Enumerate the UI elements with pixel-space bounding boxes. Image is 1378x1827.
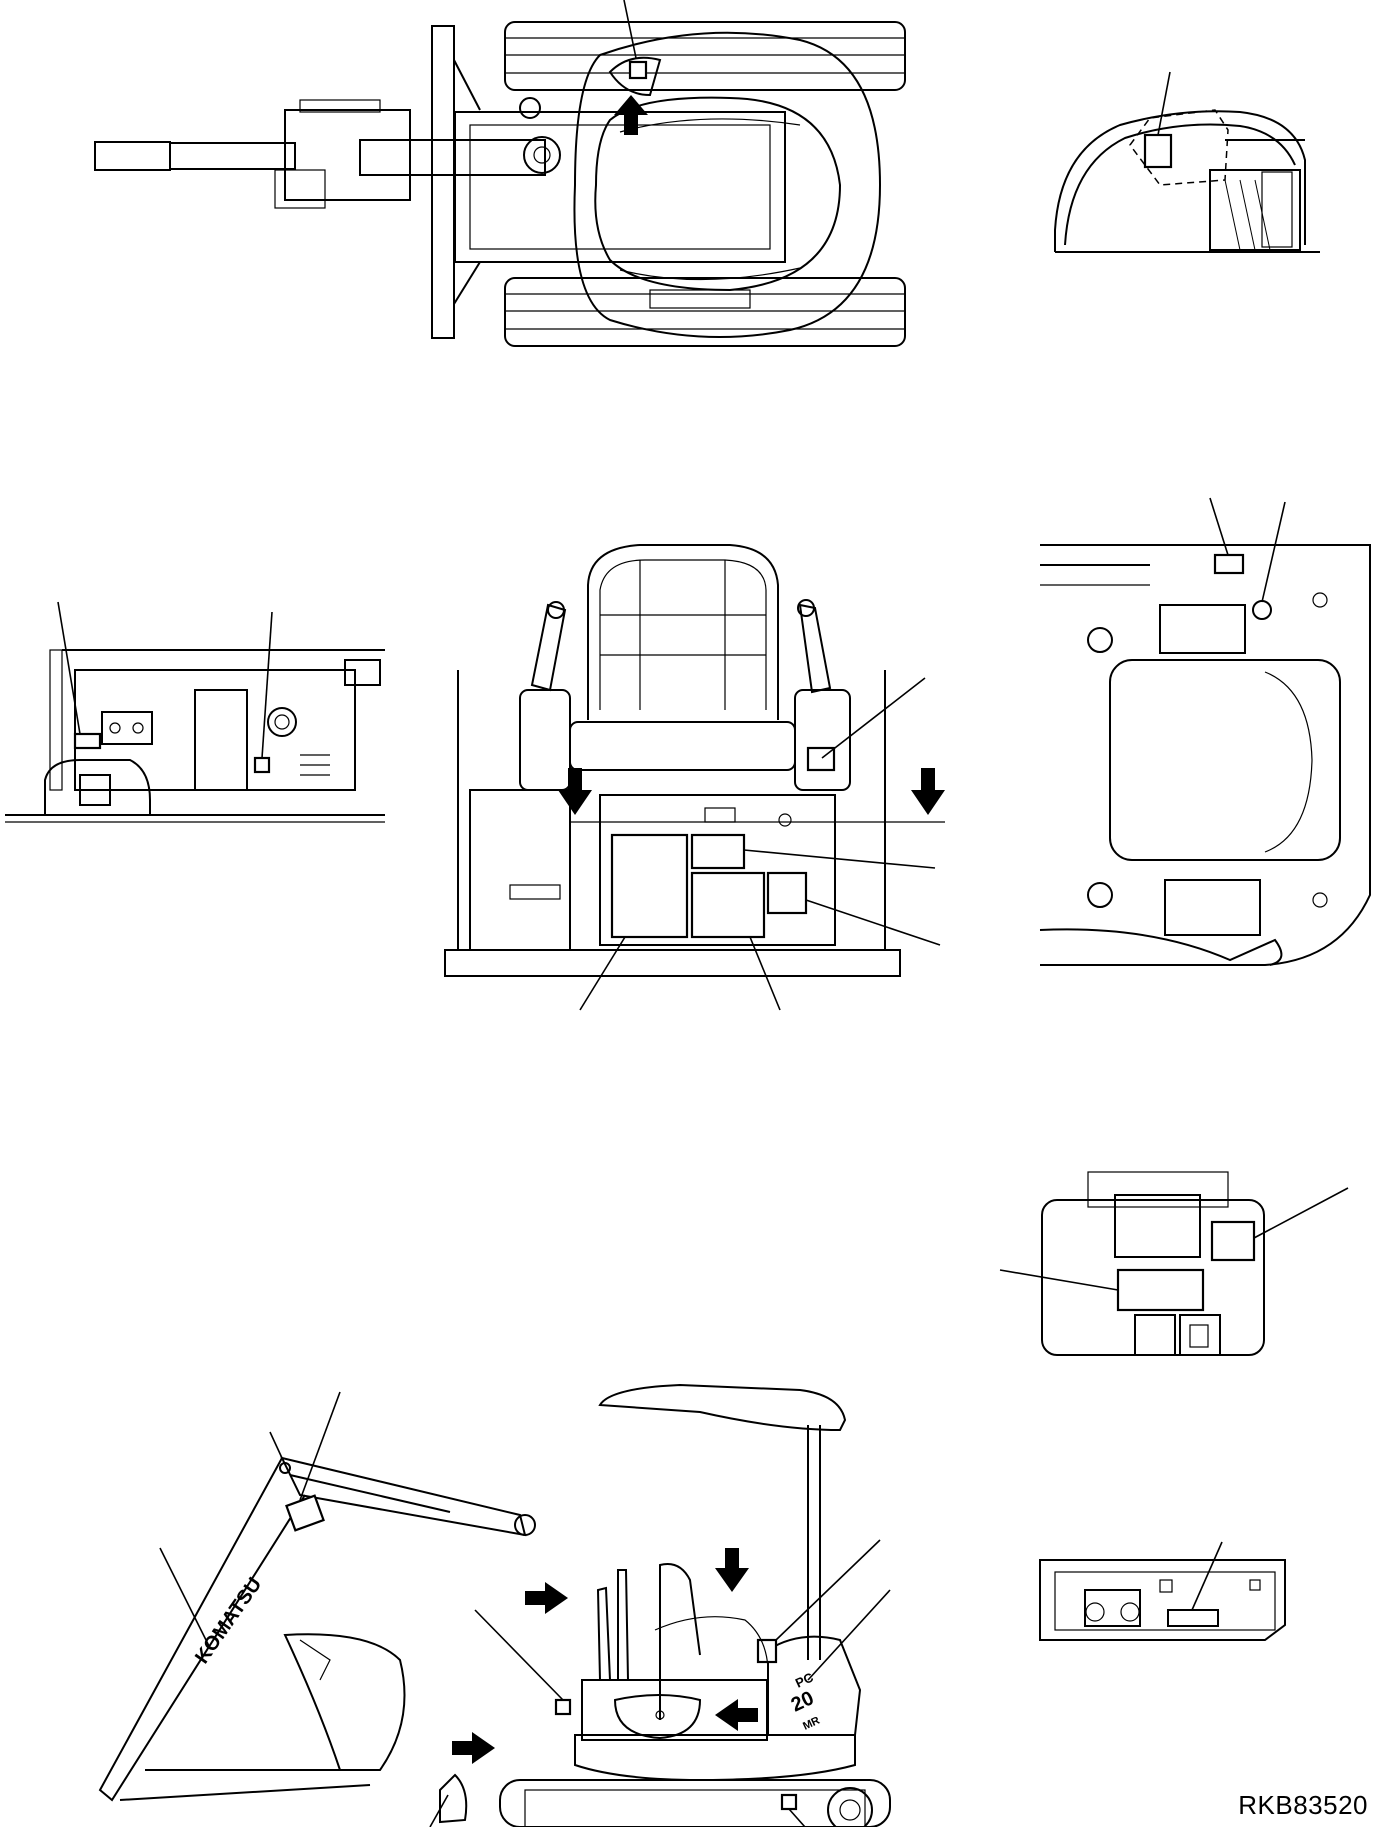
seat-label-small	[766, 871, 808, 915]
view-box-detail	[999, 1171, 1349, 1356]
joystick-left	[519, 601, 571, 791]
model-badge-text-2: 20	[788, 1687, 817, 1716]
cab-side-label	[1143, 133, 1173, 169]
side-view-machine: PC 20 MR KOMATSU	[98, 1383, 891, 1827]
model-badge-text-1: PC	[793, 1669, 816, 1690]
boom-logo: KOMATSU	[191, 1574, 266, 1668]
seat-arrow-left	[558, 768, 592, 815]
engine-label-left	[73, 732, 102, 750]
seat-label-mid	[690, 871, 766, 939]
drawing-id: RKB83520	[1238, 1790, 1368, 1820]
tray-label	[1167, 1609, 1219, 1627]
side-view-arrow-canopy	[715, 1548, 749, 1592]
side-view-track	[499, 1779, 891, 1827]
box-label-right	[1210, 1220, 1256, 1262]
console-label	[1213, 553, 1245, 575]
top-view-arrow-up	[614, 95, 648, 135]
box-label-left	[1116, 1268, 1205, 1312]
side-view-model-badge: PC 20 MR	[788, 1669, 822, 1732]
side-view-arrow-left-lower	[452, 1732, 495, 1764]
side-view-label-boom	[285, 1494, 325, 1532]
seat-arrow-right	[911, 768, 945, 815]
top-view-boom	[94, 97, 561, 209]
side-view-arrow-body	[715, 1699, 758, 1731]
seat-label-large	[610, 833, 689, 939]
view-cab-side-detail	[1054, 71, 1320, 253]
top-view-blade	[431, 25, 481, 339]
top-view-track-upper	[504, 21, 906, 91]
view-console-top	[1039, 497, 1371, 966]
side-view-label-swing	[554, 1698, 572, 1716]
side-view-canopy	[598, 1383, 847, 1660]
model-badge-text-3: MR	[801, 1715, 822, 1733]
engine-label-center	[253, 756, 271, 774]
seat-backrest	[587, 544, 779, 720]
top-view-label-cab	[628, 60, 648, 80]
view-tray-detail	[1039, 1541, 1286, 1641]
side-view-arrow-left-upper	[525, 1582, 568, 1614]
seat-cushion	[569, 721, 796, 771]
side-view-boom: KOMATSU	[98, 1391, 536, 1802]
side-view-label-track	[780, 1793, 798, 1811]
joystick-right	[794, 599, 851, 791]
view-engine-compartment	[5, 601, 385, 823]
view-operator-seat	[444, 544, 945, 1011]
top-view-track-lower	[504, 277, 906, 347]
seat-label-upper	[690, 833, 746, 870]
top-view-machine	[94, 0, 906, 347]
side-view-bucket	[119, 1633, 406, 1801]
top-view-cab	[573, 31, 882, 338]
